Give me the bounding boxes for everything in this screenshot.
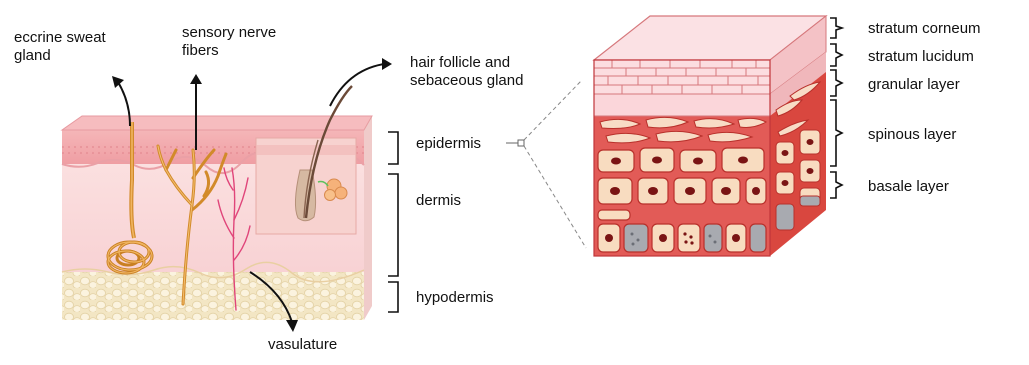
label-stratum-lucidum: stratum lucidum [868,48,974,66]
spinous-layer-brace [830,100,842,166]
layer-brackets [388,132,398,312]
layer-braces [830,18,842,198]
stratum-corneum-brace [830,18,842,38]
dermis-bracket [388,174,398,276]
label-hair-follicle: hair follicle and sebaceous gland [410,54,560,90]
hypodermis-region [62,272,364,320]
label-dermis: dermis [416,192,461,210]
zoom-lines [524,80,586,248]
stratum-lucidum-front [594,94,770,116]
skin-block [62,86,372,320]
label-hypodermis: hypodermis [416,289,494,307]
epidermis-bracket [388,132,398,164]
label-vasulature: vasulature [268,336,337,354]
hair-arrow [330,64,384,106]
granular-layer-brace [830,70,842,96]
label-eccrine-sweat-gland: eccrine sweat gland [14,29,144,65]
stratum-lucidum-brace [830,44,842,66]
basale-layer-brace [830,172,842,198]
label-granular-layer: granular layer [868,76,960,94]
label-stratum-corneum: stratum corneum [868,20,981,38]
label-epidermis: epidermis [416,135,481,153]
label-spinous-layer: spinous layer [868,126,956,144]
hypodermis-bracket [388,282,398,312]
zoom-marker [518,140,524,146]
label-basale-layer: basale layer [868,178,949,196]
epidermis-magnified [594,16,826,256]
label-sensory-nerve-fibers: sensory nerve fibers [182,24,312,60]
